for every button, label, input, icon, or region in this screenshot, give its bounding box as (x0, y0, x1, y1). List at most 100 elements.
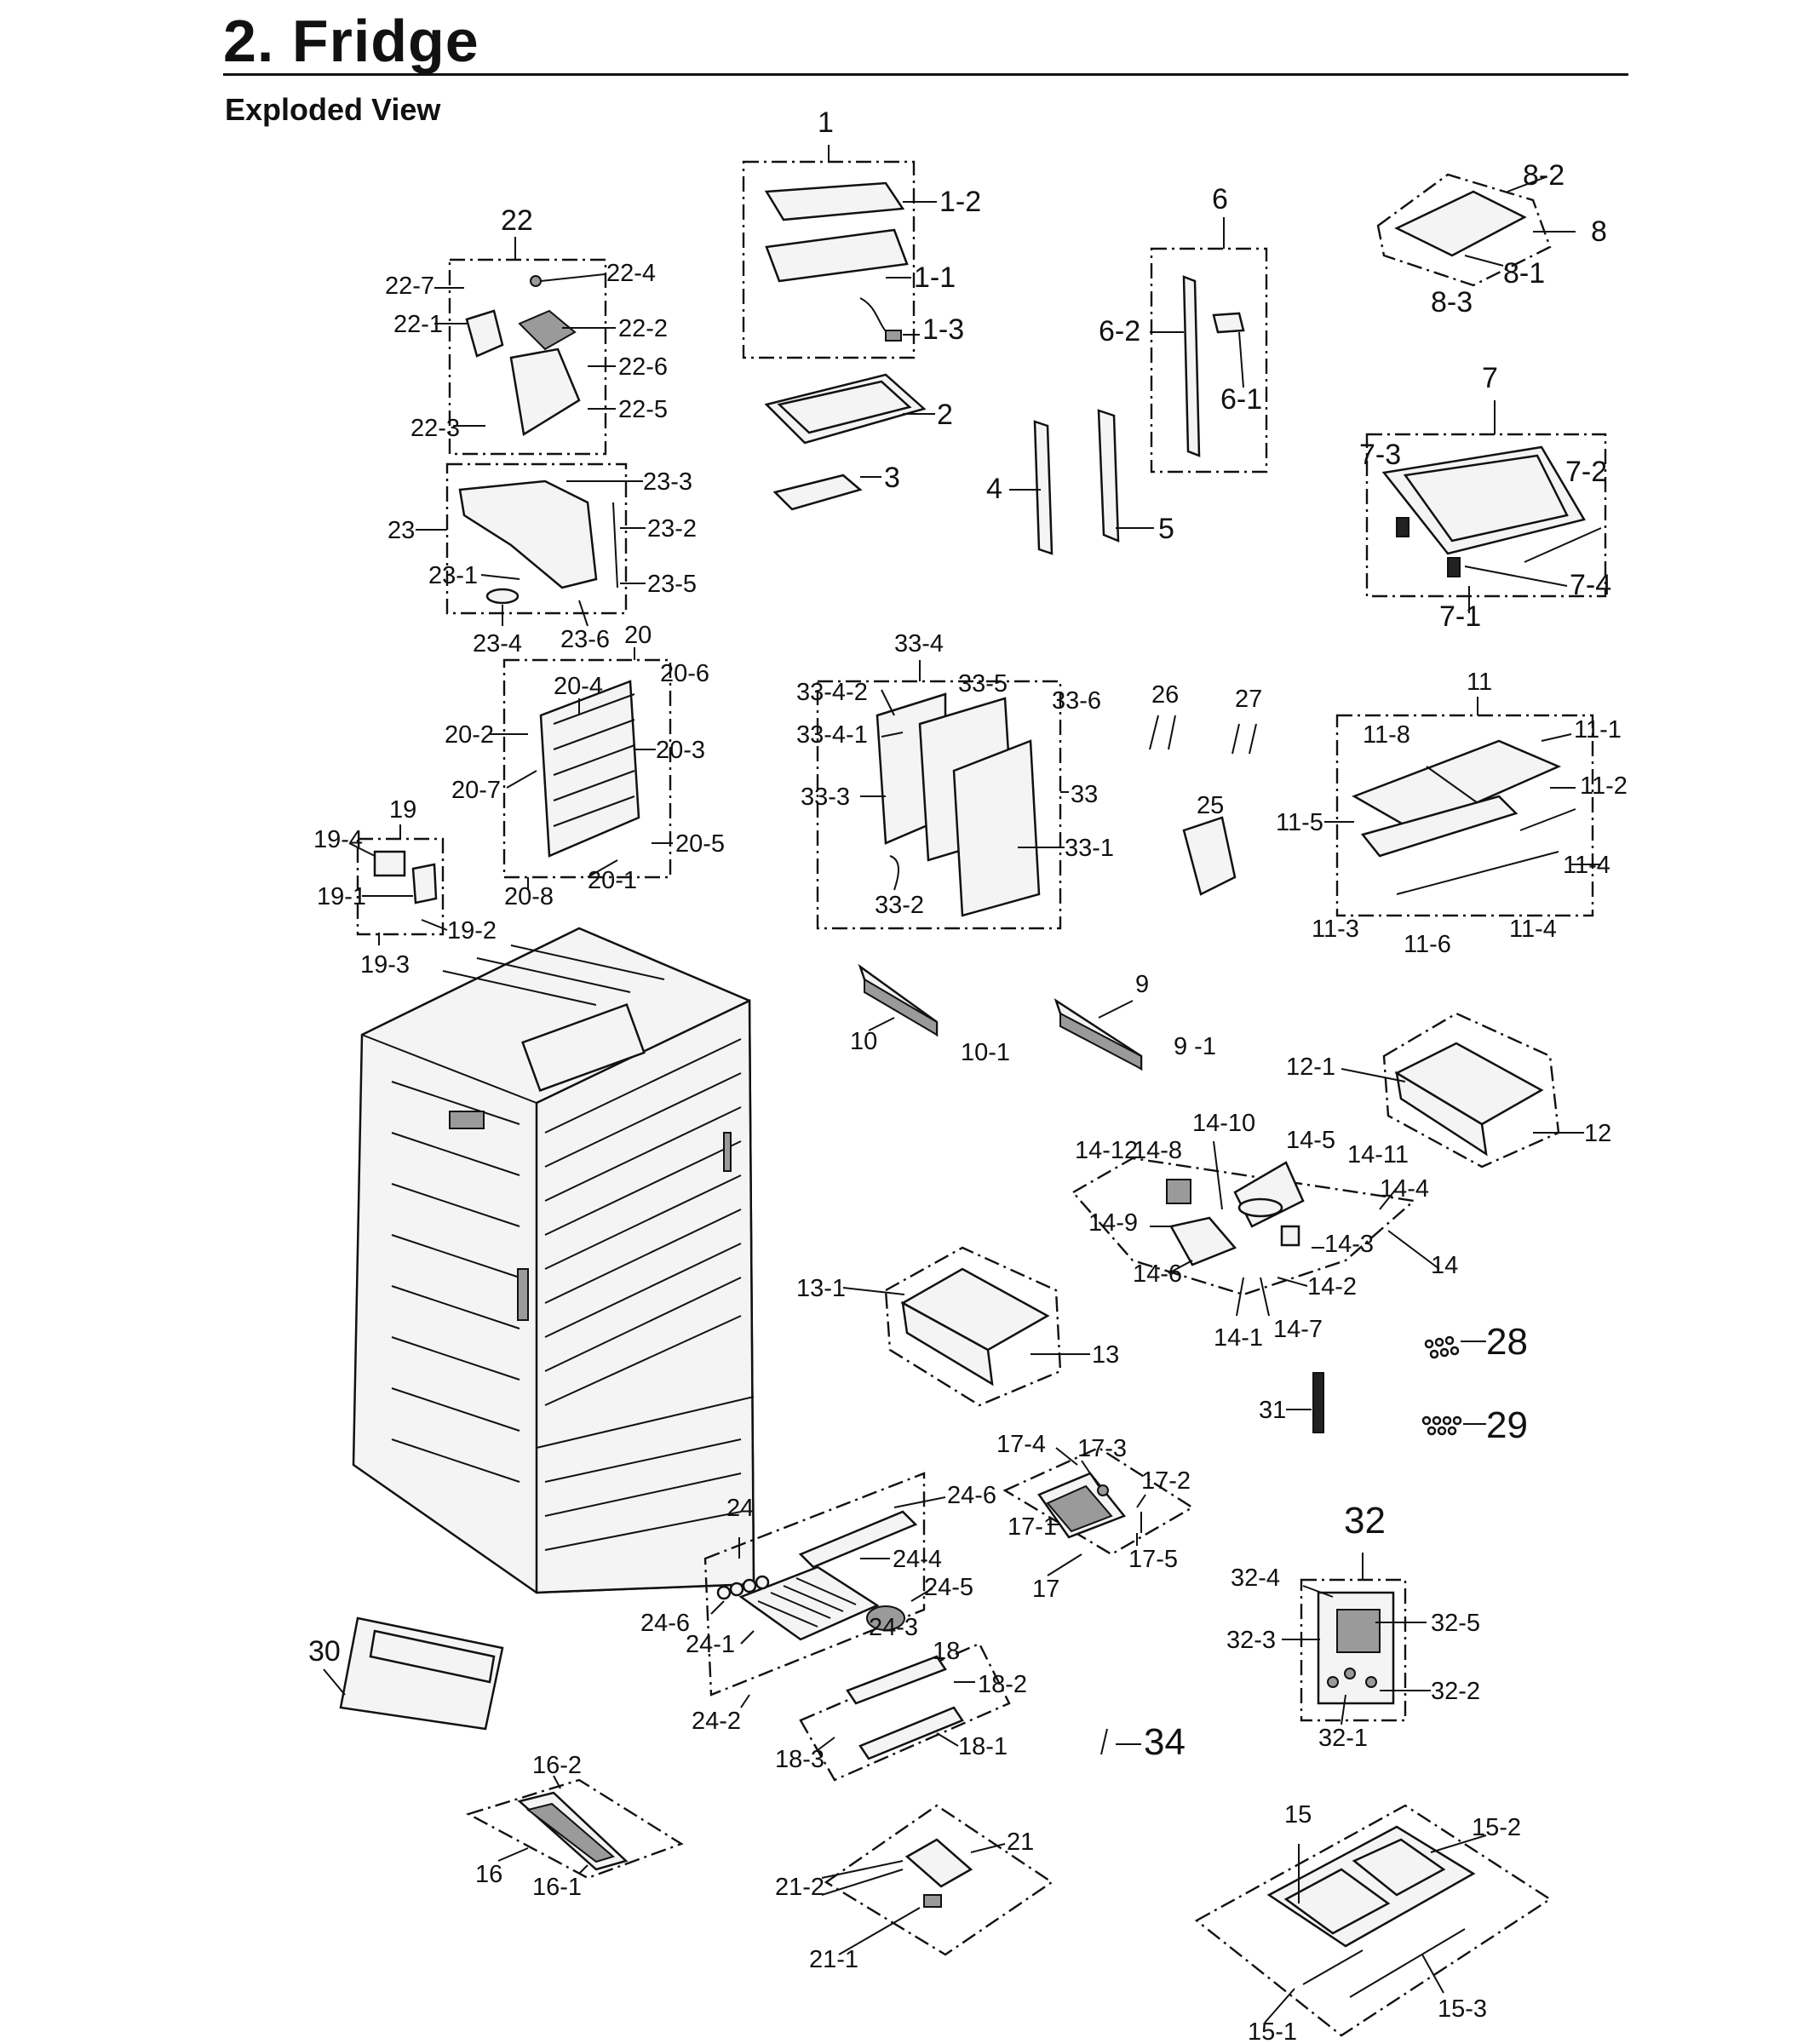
group-33 (816, 660, 1069, 930)
label-22-4: 22-4 (606, 260, 656, 287)
label-24-2: 24-2 (692, 1708, 741, 1735)
label-21-2: 21-2 (775, 1874, 824, 1901)
label-17-3: 17-3 (1077, 1435, 1127, 1462)
label-24: 24 (726, 1495, 754, 1522)
label-32-4: 32-4 (1231, 1565, 1280, 1592)
label-23-1: 23-1 (428, 562, 478, 589)
part-1-1-shape (765, 228, 909, 283)
group-18 (799, 1642, 1011, 1782)
label-18-2: 18-2 (978, 1671, 1027, 1698)
label-2: 2 (937, 399, 953, 431)
group-11 (1324, 697, 1601, 917)
label-24-6a: 24-6 (947, 1482, 996, 1509)
label-33-2: 33-2 (875, 892, 924, 919)
part-10 (858, 963, 939, 1037)
label-12: 12 (1584, 1120, 1611, 1147)
group-20 (490, 647, 673, 890)
group-21 (821, 1804, 1054, 1956)
group-22 (434, 237, 616, 456)
group-13 (842, 1246, 1090, 1407)
label-11-8: 11-8 (1363, 721, 1410, 749)
label-1-2: 1-2 (939, 186, 981, 218)
label-17-4: 17-4 (996, 1431, 1046, 1458)
label-14-8: 14-8 (1133, 1137, 1182, 1164)
label-14-4: 14-4 (1380, 1175, 1429, 1203)
label-23-3: 23-3 (643, 468, 692, 496)
label-33-6: 33-6 (1052, 687, 1101, 715)
label-24-3: 24-3 (869, 1614, 918, 1641)
group-32 (1282, 1553, 1431, 1725)
label-24-1: 24-1 (686, 1631, 735, 1658)
label-14-6: 14-6 (1133, 1260, 1182, 1288)
group-24 (703, 1472, 946, 1708)
label-23-5: 23-5 (647, 571, 697, 598)
label-11-4a: 11-4 (1563, 852, 1610, 879)
label-19-2: 19-2 (447, 917, 497, 944)
label-28: 28 (1486, 1321, 1528, 1363)
label-9: 9 (1135, 971, 1149, 998)
label-10-1: 10-1 (961, 1039, 1010, 1066)
label-18: 18 (933, 1638, 960, 1665)
label-1-1: 1-1 (914, 261, 956, 294)
label-22-1: 22-1 (393, 311, 443, 338)
label-20-1: 20-1 (588, 867, 637, 894)
label-33-4-2: 33-4-2 (796, 679, 868, 706)
part-30 (323, 1616, 504, 1731)
label-19-4: 19-4 (313, 826, 363, 853)
label-21-1: 21-1 (809, 1946, 858, 1973)
label-30: 30 (308, 1635, 341, 1668)
label-11-2: 11-2 (1580, 772, 1628, 800)
label-17-1: 17-1 (1008, 1513, 1057, 1541)
label-24-6b: 24-6 (640, 1610, 690, 1637)
label-8-3: 8-3 (1431, 286, 1473, 319)
title-rule (223, 73, 1628, 76)
label-32: 32 (1344, 1500, 1386, 1542)
label-24-5: 24-5 (924, 1574, 973, 1601)
label-1: 1 (818, 106, 834, 139)
label-18-3: 18-3 (775, 1746, 824, 1773)
page-subtitle: Exploded View (225, 92, 441, 127)
label-8-1: 8-1 (1503, 257, 1545, 290)
label-17-5: 17-5 (1128, 1546, 1178, 1573)
label-8: 8 (1591, 215, 1607, 248)
group-16 (465, 1775, 684, 1880)
label-32-1: 32-1 (1318, 1725, 1368, 1752)
label-25: 25 (1197, 792, 1224, 819)
label-7-2: 7-2 (1565, 456, 1607, 488)
label-8-2: 8-2 (1523, 159, 1565, 192)
label-20-7: 20-7 (451, 777, 501, 804)
part-34 (1100, 1728, 1141, 1755)
label-11-3: 11-3 (1312, 916, 1359, 943)
label-15-3: 15-3 (1438, 1995, 1487, 2023)
label-9-1: 9 -1 (1174, 1033, 1216, 1060)
part-26 (1149, 715, 1176, 750)
label-1-3: 1-3 (922, 313, 964, 346)
label-11: 11 (1467, 669, 1492, 696)
label-13: 13 (1092, 1341, 1119, 1369)
label-33: 33 (1071, 781, 1098, 808)
label-16-1: 16-1 (532, 1874, 582, 1901)
label-11-4b: 11-4 (1509, 916, 1557, 943)
label-14-2: 14-2 (1307, 1273, 1357, 1300)
label-19-3: 19-3 (360, 951, 410, 979)
label-6: 6 (1212, 183, 1228, 215)
label-7-1: 7-1 (1439, 600, 1481, 633)
label-20-5: 20-5 (675, 830, 725, 858)
label-22-5: 22-5 (618, 396, 668, 423)
label-15-2: 15-2 (1472, 1814, 1521, 1841)
group-17 (1002, 1446, 1195, 1576)
label-15-1: 15-1 (1248, 2018, 1297, 2044)
label-29: 29 (1486, 1404, 1528, 1446)
label-22: 22 (501, 204, 533, 237)
label-32-3: 32-3 (1226, 1627, 1276, 1654)
label-11-5: 11-5 (1276, 809, 1323, 836)
label-33-4-1: 33-4-1 (796, 721, 868, 749)
label-7-4: 7-4 (1570, 569, 1611, 601)
label-11-1: 11-1 (1574, 716, 1622, 744)
part-2 (764, 373, 935, 445)
fridge-cabinet (352, 927, 755, 1594)
label-14-5: 14-5 (1286, 1127, 1335, 1154)
label-12-1: 12-1 (1286, 1054, 1335, 1081)
label-20-6: 20-6 (660, 660, 709, 687)
label-11-6: 11-6 (1404, 931, 1451, 958)
